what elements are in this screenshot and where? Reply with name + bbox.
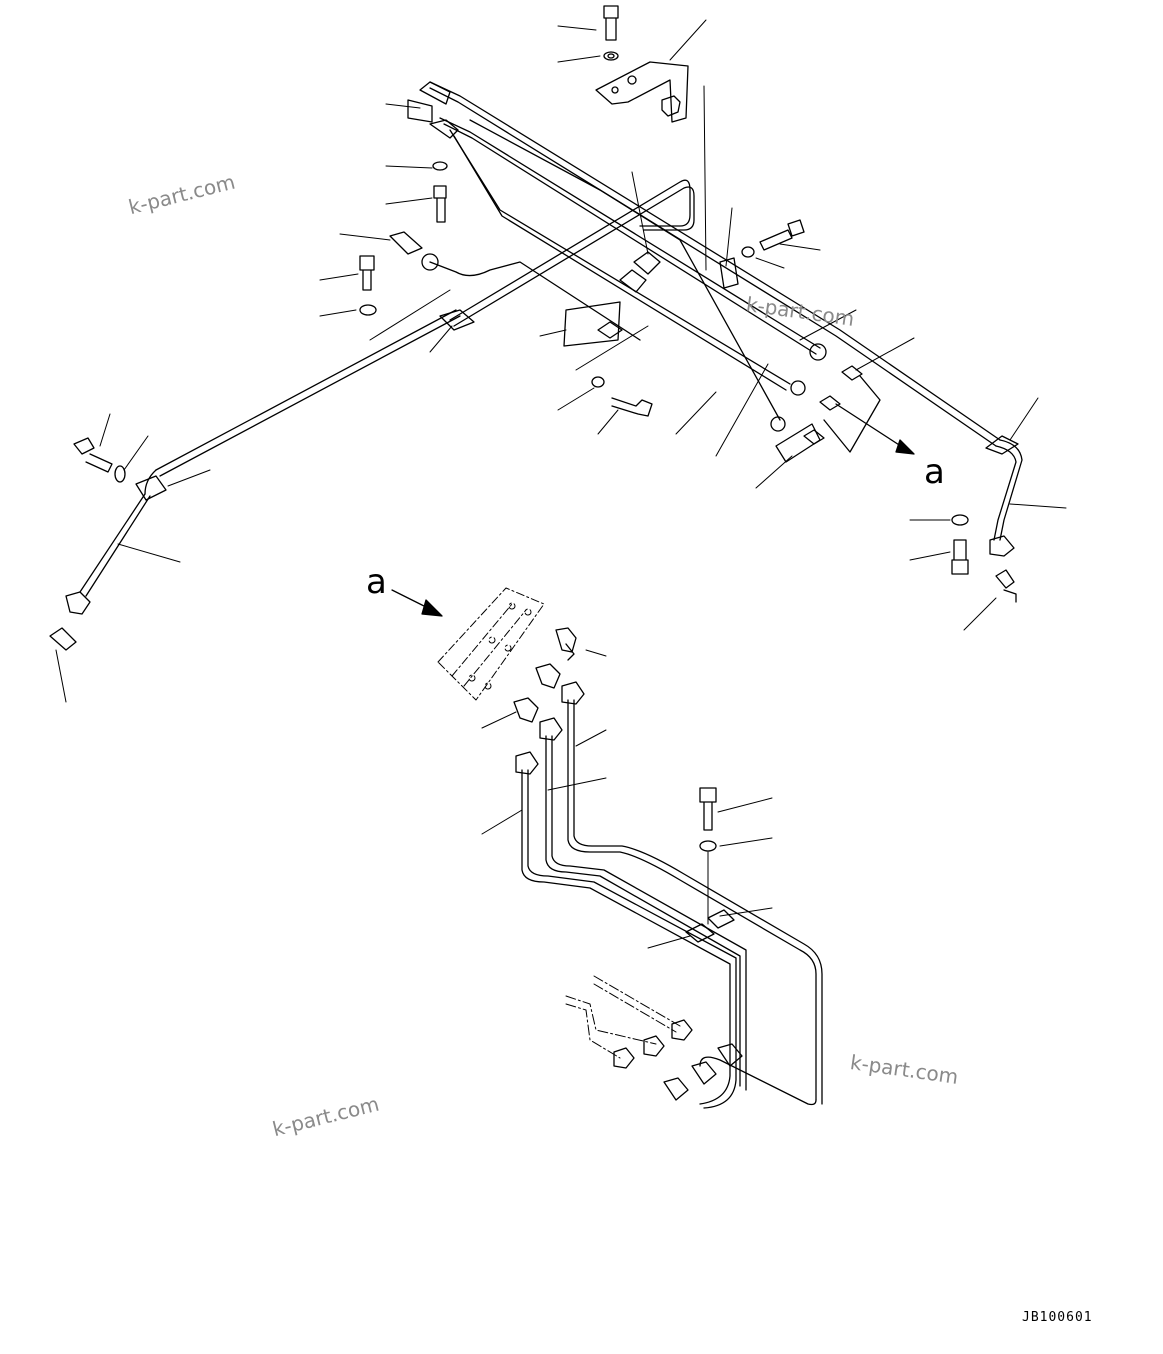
right-tube bbox=[951, 435, 1023, 603]
drawing-code: JB100601 bbox=[1022, 1310, 1093, 1325]
view-arrow-lower-head bbox=[421, 599, 443, 617]
bolt-lower bbox=[699, 787, 717, 852]
bolt-right bbox=[719, 219, 805, 289]
top-bracket bbox=[595, 61, 689, 123]
phantom-tubes bbox=[565, 975, 681, 1059]
left-tube bbox=[65, 231, 641, 615]
top-tube-set bbox=[407, 81, 1001, 447]
lower-tube-set bbox=[515, 681, 823, 1109]
leader-lines-upper bbox=[55, 19, 1067, 703]
bolt-left bbox=[49, 161, 448, 651]
phantom-block bbox=[437, 587, 545, 701]
center-clamps bbox=[563, 251, 661, 417]
leader-lines-lower bbox=[481, 649, 773, 949]
elbow-fittings bbox=[513, 627, 577, 723]
phantom-nuts bbox=[613, 1019, 693, 1069]
view-arrow-upper bbox=[835, 403, 911, 453]
view-label-lower: a bbox=[366, 562, 387, 602]
view-arrow-upper-head bbox=[895, 439, 915, 455]
bolt-top bbox=[603, 5, 619, 61]
view-label-upper: a bbox=[924, 452, 945, 492]
connector-group bbox=[775, 365, 881, 463]
